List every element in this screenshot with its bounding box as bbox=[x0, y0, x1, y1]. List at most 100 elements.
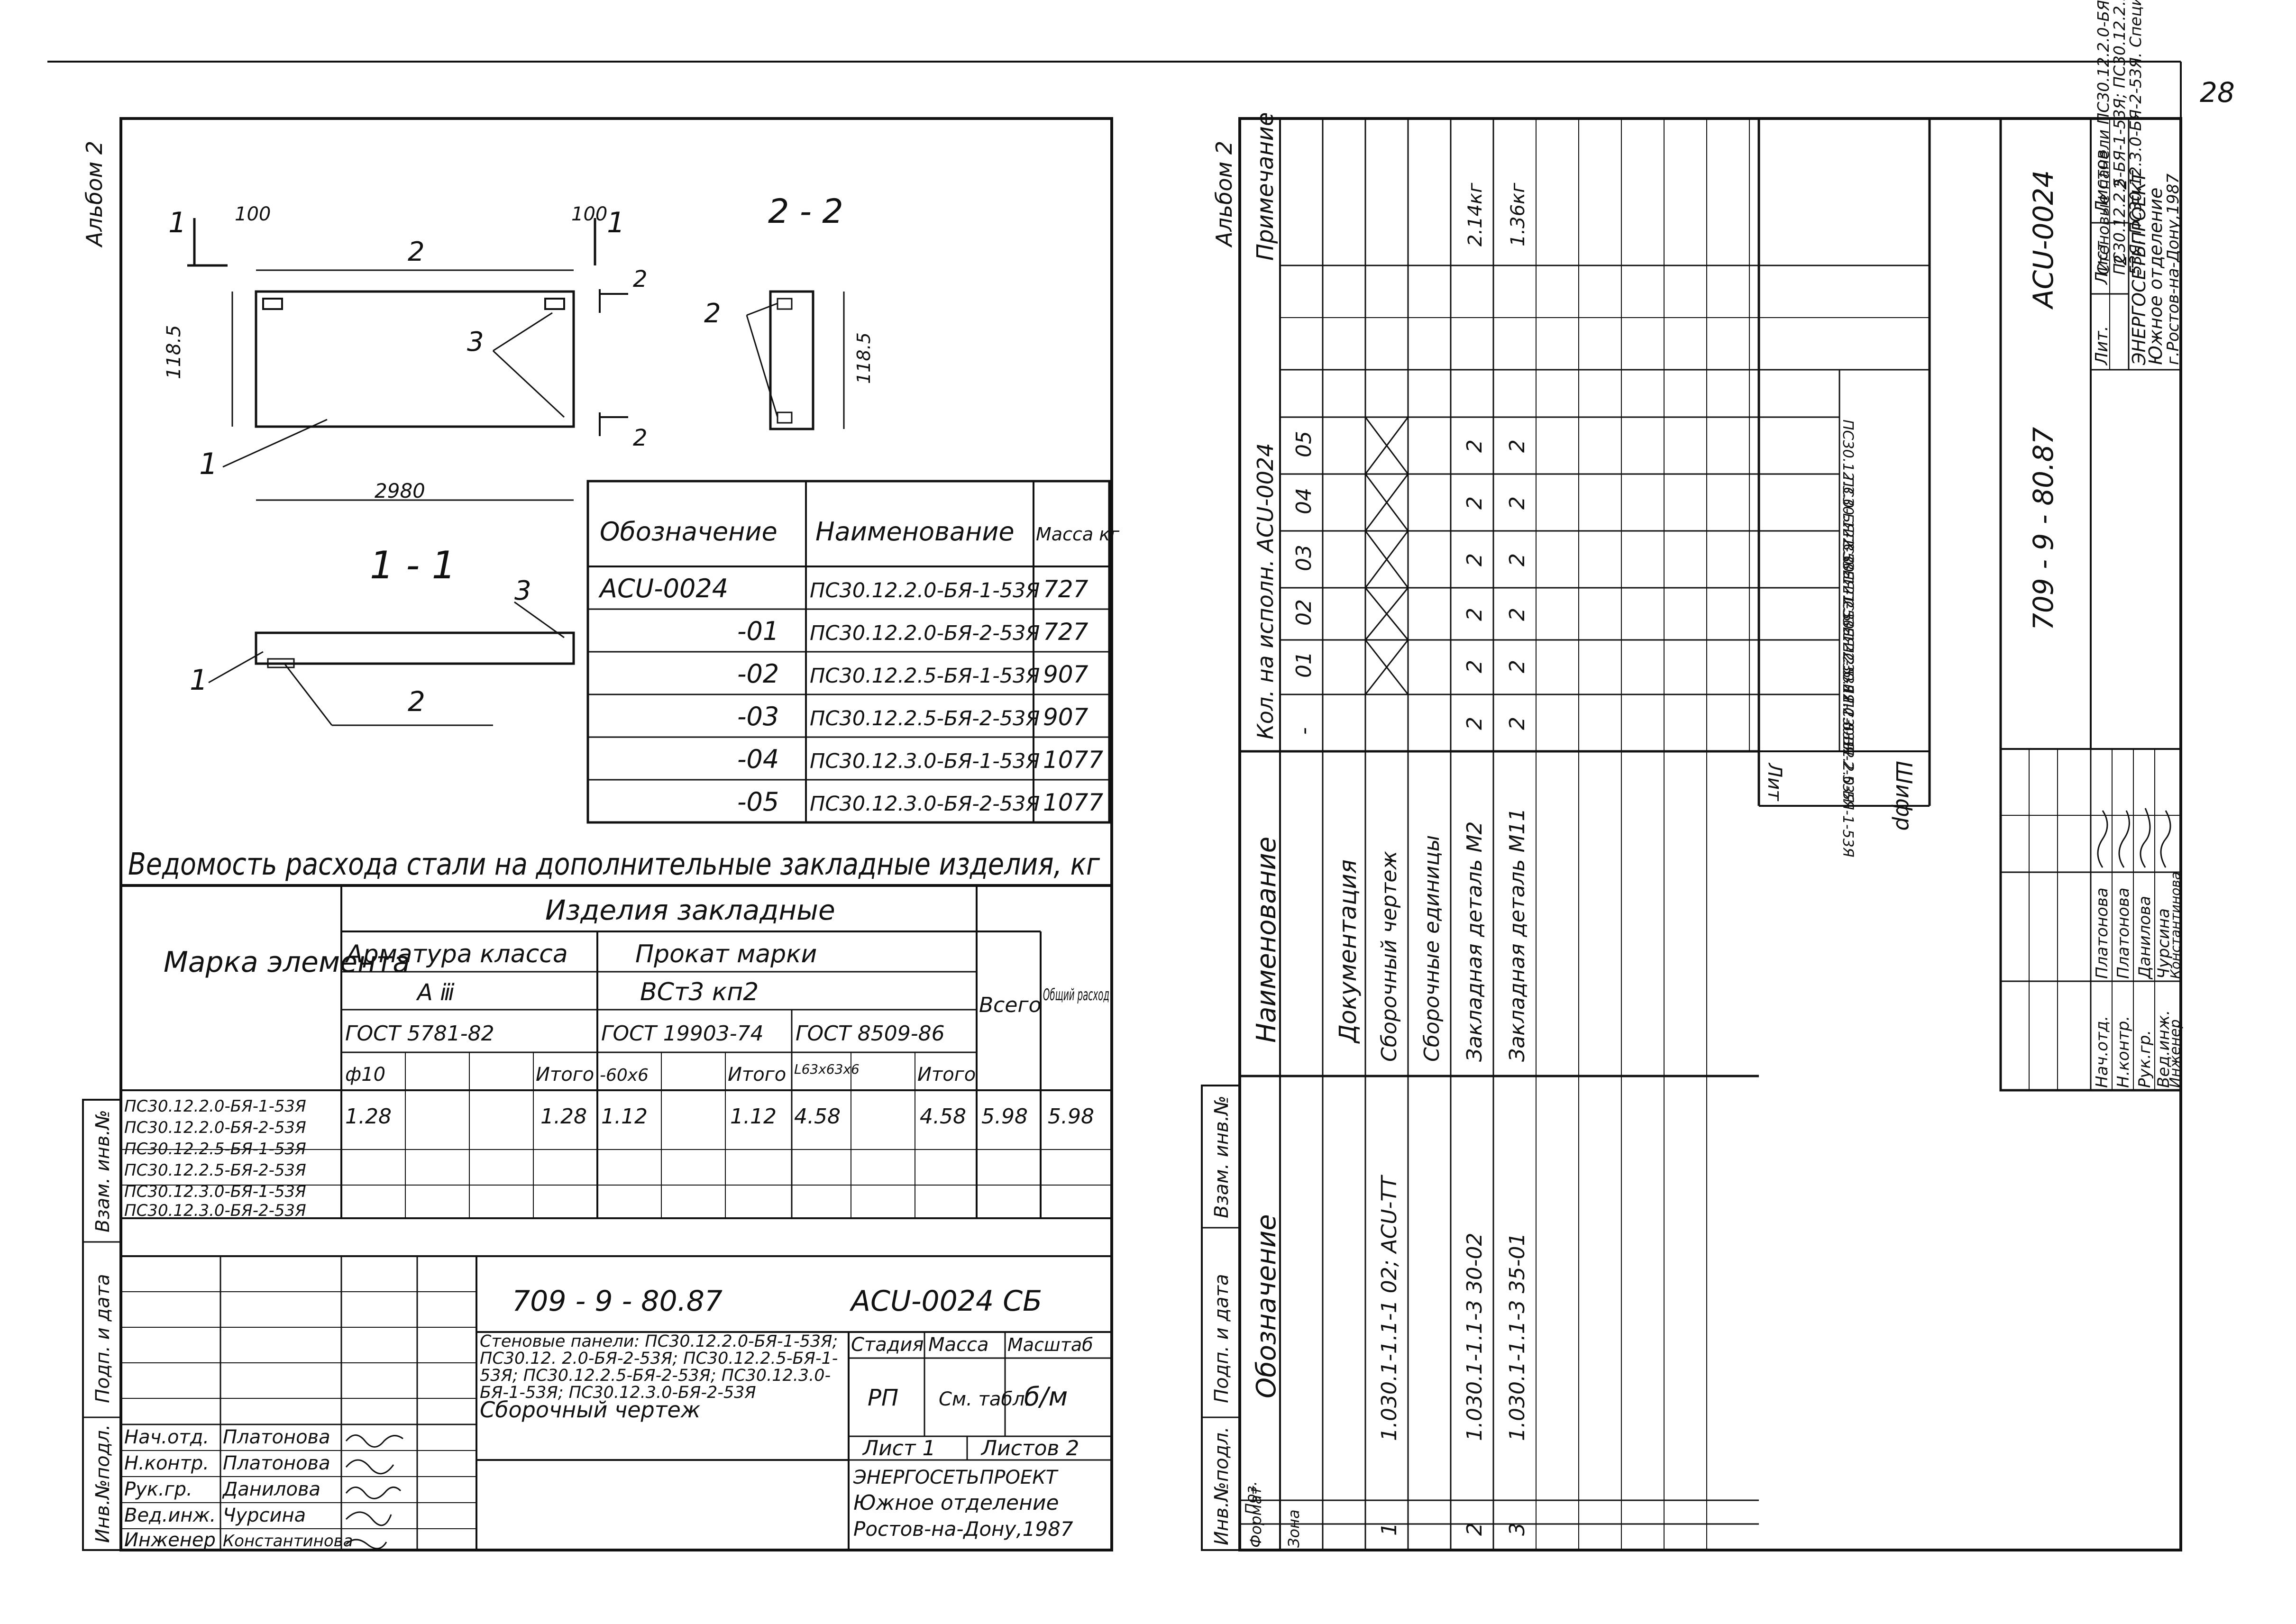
leader-1-section: 1 bbox=[190, 664, 208, 697]
variants-header-naim: Наименование bbox=[815, 517, 1015, 547]
signature-1 bbox=[345, 1459, 394, 1475]
dim-height: 118.5 bbox=[163, 325, 185, 379]
right-name-3: Чурсина bbox=[2154, 908, 2173, 979]
plan-view: 1 1 100 100 2 3 118.5 2980 1 2 2 bbox=[163, 203, 648, 502]
steel-col-itogo1: Итого bbox=[536, 1064, 594, 1086]
left-tb-stage-h: Стадия bbox=[851, 1334, 924, 1356]
cut1-left: 1 bbox=[168, 206, 186, 239]
right-tb-lit: Лит. bbox=[2092, 326, 2112, 366]
variants-header-mass: Масса кг bbox=[1036, 524, 1120, 545]
leader-2-plan: 2 bbox=[408, 237, 425, 267]
qty-r3-2: 2 bbox=[1505, 608, 1529, 621]
steel-col-itogo2: Итого bbox=[728, 1064, 786, 1086]
steel-obsh: Общий расход bbox=[1043, 985, 1109, 1004]
steel-col-60x6: -60х6 bbox=[600, 1066, 649, 1085]
qty-r3-0: 2 bbox=[1505, 717, 1529, 730]
spec-h-kol: Кол. на исполн. АСU-0024 bbox=[1253, 443, 1278, 739]
right-podp-label: Подп. и дата bbox=[1211, 1274, 1233, 1403]
right-tb-listov: Листов bbox=[2092, 150, 2112, 214]
steel-vst: ВСт3 кп2 bbox=[640, 978, 759, 1006]
spec-r1-pos: 1 bbox=[1377, 1523, 1401, 1536]
right-name-2: Данилова bbox=[2135, 896, 2154, 980]
variant-row-1-naim: ПС30.12.2.0-БЯ-2-53Я bbox=[810, 621, 1040, 645]
steel-val-itogo1: 1.28 bbox=[540, 1104, 587, 1129]
left-title-block: 709 - 9 - 80.87 АСU-0024 СБ Стеновые пан… bbox=[121, 1255, 1112, 1551]
steel-izdeliya: Изделия закладные bbox=[545, 894, 835, 926]
section-1-1-label: 1 - 1 bbox=[370, 543, 456, 587]
cut2-bottom: 2 bbox=[633, 425, 648, 451]
spec-r2-note: 2.14кг bbox=[1464, 182, 1486, 246]
steel-col-itogo3: Итого bbox=[917, 1064, 976, 1086]
right-signature-2 bbox=[2140, 808, 2151, 868]
spec-r3-naim: Закладная деталь М11 bbox=[1505, 808, 1529, 1062]
spec-doc: Документация bbox=[1334, 859, 1362, 1044]
qty-r3-3: 2 bbox=[1505, 553, 1529, 566]
steel-armatura: Арматура класса bbox=[345, 940, 568, 968]
left-name-0: Платонова bbox=[223, 1426, 330, 1448]
left-tb-desc: Стеновые панели: ПС30.12.2.0-БЯ-1-53Я; П… bbox=[480, 1333, 838, 1402]
spec-crossed-cells bbox=[1364, 417, 1409, 695]
ispoln-0: - bbox=[1292, 727, 1316, 735]
spec-table: Примечание Кол. на исполн. АСU-0024 Наим… bbox=[1240, 112, 1931, 1550]
steel-vsego: Всего bbox=[979, 993, 1041, 1017]
left-tb-sheet: Лист 1 bbox=[862, 1436, 935, 1460]
left-role-3: Вед.инж. bbox=[124, 1505, 216, 1526]
steel-mark-3: ПС30.12.2.5-БЯ-2-53Я bbox=[124, 1161, 306, 1180]
spec-h-oboz: Обозначение bbox=[1251, 1214, 1282, 1398]
right-tb-list-n: 2 bbox=[2111, 255, 2131, 265]
qty-r2-0: 2 bbox=[1463, 717, 1487, 730]
right-tb-code: 709 - 9 - 80.87 bbox=[2027, 427, 2059, 630]
steel-gost2: ГОСТ 19903-74 bbox=[601, 1022, 764, 1046]
variant-row-2-mass: 907 bbox=[1043, 661, 1089, 688]
right-sheet: Альбом 2 Взам. инв.№ Подп. и дата Инв.№п… bbox=[1201, 0, 2184, 1551]
cut2-top: 2 bbox=[633, 266, 648, 292]
right-tb-list: Лист bbox=[2092, 241, 2112, 285]
variant-row-2-naim: ПС30.12.2.5-БЯ-1-53Я bbox=[810, 664, 1040, 688]
variant-row-0-oboz: АСU-0024 bbox=[598, 574, 728, 603]
spec-r3-pos: 3 bbox=[1505, 1523, 1529, 1536]
leader-3-plan: 3 bbox=[467, 327, 484, 357]
leader-2-section-1: 2 bbox=[408, 685, 425, 718]
steel-val-itogo2: 1.12 bbox=[730, 1104, 777, 1129]
variant-row-4-mass: 1077 bbox=[1043, 746, 1103, 774]
qty-r2-1: 2 bbox=[1463, 660, 1487, 673]
qty-r2-4: 2 bbox=[1463, 496, 1487, 510]
steel-col-l63: L63х63х6 bbox=[794, 1061, 860, 1077]
qty-r3-4: 2 bbox=[1505, 496, 1529, 510]
page-number: 28 bbox=[2200, 76, 2235, 109]
right-name-0: Платонова bbox=[2093, 887, 2112, 979]
variant-row-1-mass: 727 bbox=[1043, 618, 1089, 646]
variant-row-1-oboz: -01 bbox=[737, 616, 779, 646]
left-tb-code: 709 - 9 - 80.87 bbox=[512, 1285, 723, 1318]
qty-r2-2: 2 bbox=[1463, 608, 1487, 621]
steel-gost3: ГОСТ 8509-86 bbox=[796, 1022, 945, 1046]
right-signature-3 bbox=[2160, 810, 2171, 868]
right-name-4: Константинова bbox=[2168, 872, 2183, 979]
right-side-stamp: Взам. инв.№ Подп. и дата Инв.№подл. bbox=[1201, 1085, 1241, 1551]
left-album-label: Альбом 2 bbox=[82, 141, 107, 248]
left-role-0: Нач.отд. bbox=[124, 1426, 209, 1448]
spec-h-naim: Наименование bbox=[1251, 837, 1282, 1043]
left-tb-doc: АСU-0024 СБ bbox=[849, 1285, 1042, 1318]
variant-row-3-oboz: -03 bbox=[737, 702, 779, 731]
steel-val-60x6: 1.12 bbox=[601, 1104, 648, 1129]
section-2-2-label: 2 - 2 bbox=[768, 192, 843, 231]
spec-h-shifr: Шифр bbox=[1891, 761, 1917, 831]
qty-r3-1: 2 bbox=[1505, 660, 1529, 673]
left-podp-label: Подп. и дата bbox=[92, 1274, 114, 1403]
qty-r2-5: 2 bbox=[1463, 439, 1487, 453]
right-role-0: Нач.отд. bbox=[2093, 1016, 2112, 1088]
signature-0 bbox=[345, 1434, 403, 1448]
variants-table: Обозначение Наименование Масса кг АСU-00… bbox=[586, 480, 1120, 824]
shifr-4: ПС30.12.3.0-БЯ-1-53Я bbox=[1839, 476, 1856, 637]
right-role-3: Вед.инж. bbox=[2154, 1010, 2173, 1088]
spec-h-prim: Примечание bbox=[1252, 112, 1279, 261]
shifr-2: ПС30.12.2.5-БЯ-1-53Я bbox=[1839, 590, 1856, 751]
spec-h-pos: Поз. bbox=[1242, 1481, 1260, 1515]
right-name-1: Платонова bbox=[2114, 887, 2133, 979]
left-tb-mass-h: Масса bbox=[928, 1334, 989, 1356]
left-tb-scale-h: Масштаб bbox=[1007, 1334, 1093, 1355]
right-album-label: Альбом 2 bbox=[1211, 141, 1237, 248]
steel-val-itogo3: 4.58 bbox=[920, 1104, 966, 1129]
